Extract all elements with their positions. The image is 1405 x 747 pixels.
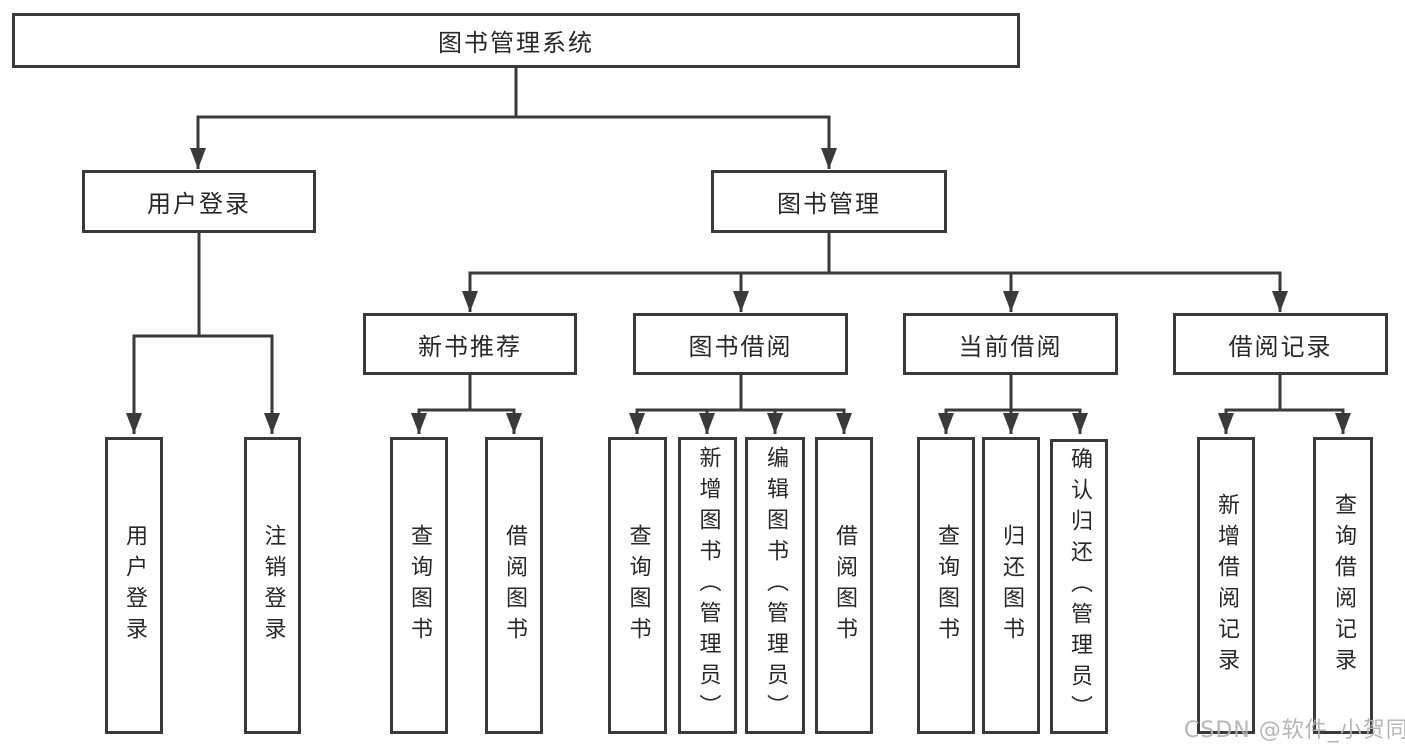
node-leaf-add-borrow-record: 新增借阅记录	[1197, 437, 1255, 734]
node-user-login: 用户登录	[82, 170, 316, 233]
node-label: 查询图书	[407, 523, 432, 648]
node-label: 查询借阅记录	[1331, 492, 1356, 679]
node-leaf-logout: 注销登录	[244, 437, 301, 734]
node-leaf-query-books-2: 查询图书	[608, 437, 667, 734]
node-label: 图书管理系统	[438, 29, 594, 57]
node-leaf-query-books-3: 查询图书	[917, 437, 975, 734]
node-label: 图书借阅	[688, 332, 793, 361]
node-label: 确认归还（管理员）	[1067, 447, 1092, 726]
watermark: CSDN @软件_小贺同学	[1184, 718, 1405, 743]
node-current-borrow: 当前借阅	[903, 313, 1118, 375]
node-label: 编辑图书（管理员）	[763, 446, 788, 725]
node-leaf-query-borrow-record: 查询借阅记录	[1313, 437, 1373, 734]
node-book-management: 图书管理	[711, 170, 947, 233]
node-label: 借阅记录	[1228, 332, 1333, 361]
node-leaf-edit-book: 编辑图书（管理员）	[745, 437, 805, 734]
node-leaf-add-book: 新增图书（管理员）	[678, 437, 737, 734]
node-label: 归还图书	[999, 523, 1024, 648]
node-label: 查询图书	[625, 523, 651, 648]
node-label: 用户登录	[147, 190, 251, 218]
node-label: 当前借阅	[958, 332, 1063, 361]
node-label: 注销登录	[260, 523, 286, 648]
node-leaf-user-login: 用户登录	[105, 437, 163, 734]
node-label: 新增图书（管理员）	[695, 446, 721, 725]
node-label: 借阅图书	[502, 523, 527, 648]
node-borrow-record: 借阅记录	[1173, 313, 1388, 375]
node-label: 用户登录	[122, 523, 147, 648]
node-label: 新增借阅记录	[1214, 492, 1239, 679]
node-label: 查询图书	[934, 523, 959, 648]
node-root: 图书管理系统	[12, 13, 1020, 68]
node-label: 图书管理	[777, 190, 881, 218]
node-book-borrow: 图书借阅	[633, 313, 848, 375]
node-leaf-borrow-books-2: 借阅图书	[815, 437, 873, 734]
node-leaf-confirm-return: 确认归还（管理员）	[1050, 439, 1108, 734]
node-label: 借阅图书	[832, 523, 857, 648]
node-leaf-borrow-books-1: 借阅图书	[485, 437, 543, 734]
node-new-book-recommend: 新书推荐	[363, 313, 577, 375]
node-label: 新书推荐	[418, 332, 522, 361]
node-leaf-return-book: 归还图书	[982, 437, 1040, 734]
node-leaf-query-books-1: 查询图书	[390, 437, 448, 734]
